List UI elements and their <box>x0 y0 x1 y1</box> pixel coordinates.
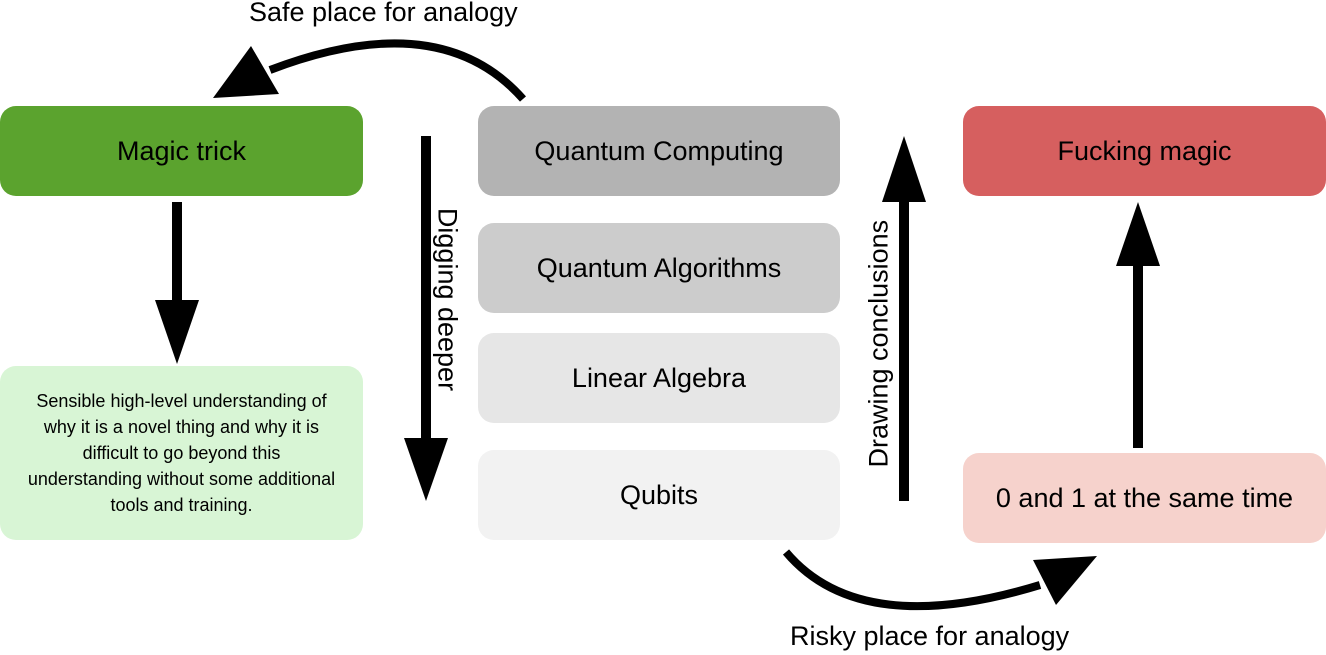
digging-deeper-label: Digging deeper <box>432 207 463 392</box>
safe-analogy-label: Safe place for analogy <box>249 0 518 27</box>
stack-box-label: Qubits <box>619 479 699 510</box>
stack-box-label: Linear Algebra <box>571 362 747 393</box>
magic-trick-down-arrow <box>155 202 199 364</box>
digging-deeper-arrow <box>404 136 448 501</box>
drawing-conclusions-label: Drawing conclusions <box>863 219 894 468</box>
understanding-box: Sensible high-level understanding of why… <box>0 366 363 540</box>
stack-box-quantum-algorithms: Quantum Algorithms <box>478 223 840 313</box>
understanding-text: Sensible high-level understanding of why… <box>27 391 336 515</box>
stack-box-qubits: Qubits <box>478 450 840 540</box>
stack-box-label: Quantum Algorithms <box>536 252 782 283</box>
stack-box-quantum-computing: Quantum Computing <box>478 106 840 196</box>
drawing-conclusions-arrow <box>882 136 926 501</box>
magic-trick-box: Magic trick <box>0 106 363 196</box>
fucking-magic-label: Fucking magic <box>1057 135 1232 166</box>
magic-trick-label: Magic trick <box>116 135 246 166</box>
risky-analogy-label: Risky place for analogy <box>790 621 1070 651</box>
superposition-up-arrow <box>1116 202 1160 448</box>
superposition-label: 0 and 1 at the same time <box>995 482 1294 513</box>
risky-analogy-arrow <box>782 549 1097 611</box>
fucking-magic-box: Fucking magic <box>963 106 1326 196</box>
stack-box-linear-algebra: Linear Algebra <box>478 333 840 423</box>
safe-analogy-arrow <box>213 39 526 102</box>
superposition-box: 0 and 1 at the same time <box>963 453 1326 543</box>
stack-box-label: Quantum Computing <box>534 135 784 166</box>
